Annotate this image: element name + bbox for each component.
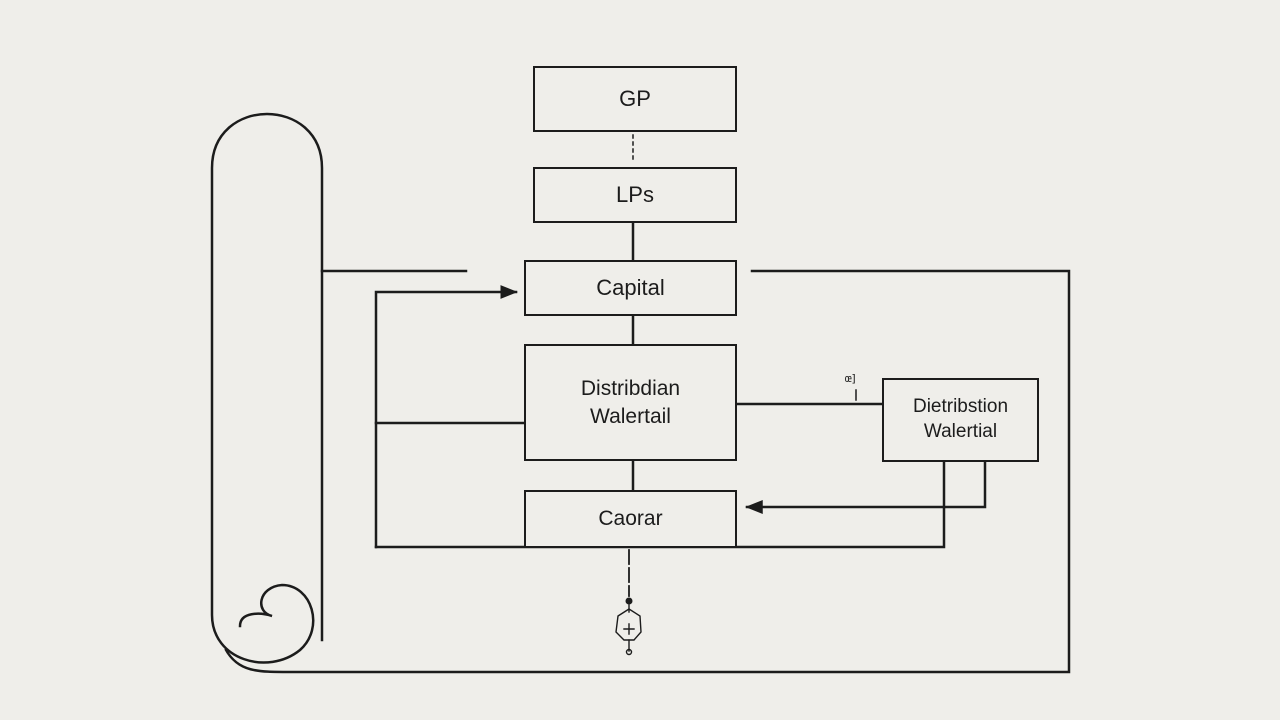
lock-icon — [615, 597, 642, 656]
side-distribution-waterfall-node[interactable]: Dietribstion Walertial — [882, 378, 1039, 462]
caorar-node[interactable]: Caorar — [524, 490, 737, 548]
scroll-shape — [210, 112, 324, 664]
feedback-loop-to-capital — [374, 285, 518, 549]
caorar-label: Caorar — [598, 507, 663, 531]
distribution-waterfall-line1: Distribdian — [580, 377, 681, 401]
capital-label: Capital — [596, 274, 665, 300]
side-distribution-waterfall-line2: Walertial — [923, 421, 998, 442]
distribution-waterfall-label: Distribdian Walertail — [581, 375, 680, 430]
gp-label: GP — [619, 85, 651, 111]
lps-node[interactable]: LPs — [533, 167, 737, 223]
distribution-waterfall-line2: Walertail — [590, 404, 671, 428]
lps-label: LPs — [616, 181, 654, 207]
gp-node[interactable]: GP — [533, 66, 737, 132]
capital-node[interactable]: Capital — [524, 260, 737, 316]
distribution-waterfall-node[interactable]: Distribdian Walertail — [524, 344, 737, 461]
side-distribution-waterfall-label: Dietribstion Walertial — [913, 395, 1008, 444]
side-caorar-link — [745, 460, 987, 514]
side-link-tag: œ] — [845, 372, 857, 385]
scroll-bottom-rail — [224, 269, 1071, 674]
side-distribution-waterfall-line1: Dietribstion — [912, 396, 1009, 418]
